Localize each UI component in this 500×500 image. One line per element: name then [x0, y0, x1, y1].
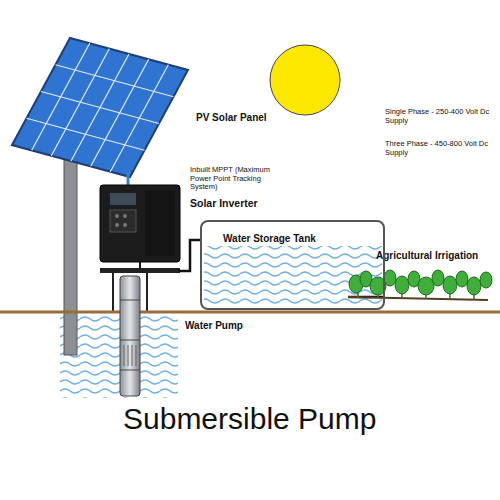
sun	[270, 45, 340, 115]
part-label: Three Phase - 450-800 Volt Dc Supply	[385, 140, 495, 157]
diagram-caption: Submersible Pump	[123, 402, 376, 437]
panel-grid	[27, 43, 174, 171]
crop-plants	[349, 270, 492, 295]
storage-tank: Water Storage Tank	[200, 220, 385, 310]
solar-inverter	[100, 185, 180, 262]
part-label: Single Phase - 250-400 Volt Dc Supply	[385, 108, 495, 125]
dc-wire	[127, 172, 130, 186]
submersible-pump	[120, 276, 140, 396]
delivery-pipe	[178, 240, 201, 271]
irrigation-line	[348, 297, 488, 300]
pump-cable	[139, 262, 141, 269]
part-label: Inbuilt MPPT (Maximum Power Point Tracki…	[190, 166, 290, 192]
tank-label-row: Water Storage Tank	[210, 228, 375, 246]
part-label: Agricultural Irrigation	[376, 250, 478, 262]
well-casing	[146, 273, 148, 312]
well-cap	[100, 268, 180, 273]
part-label: PV Solar Panel	[196, 112, 267, 124]
solar-panel	[12, 38, 188, 177]
part-label: Water Pump	[185, 320, 243, 332]
well-casing	[112, 273, 114, 312]
tank-label: Water Storage Tank	[220, 233, 319, 245]
well-water	[60, 316, 178, 398]
ground-line	[0, 311, 500, 314]
panel-pole	[64, 150, 77, 355]
plant-stems	[358, 292, 474, 300]
part-label: Solar Inverter	[190, 197, 258, 209]
